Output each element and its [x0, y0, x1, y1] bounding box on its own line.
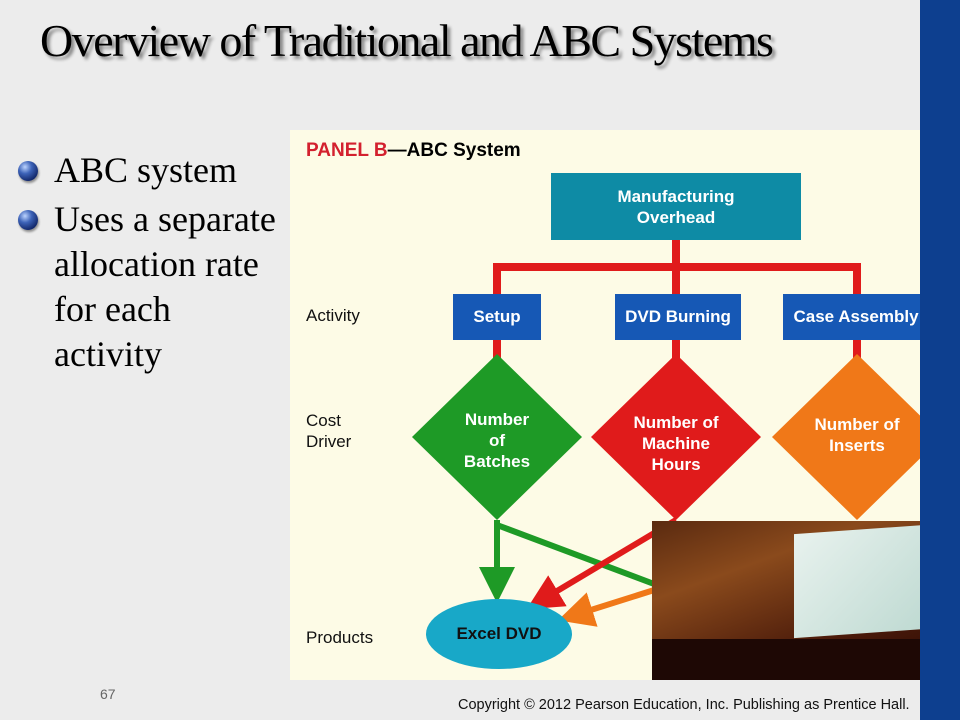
webcam-video-overlay[interactable]	[652, 521, 942, 680]
row-label-activity: Activity	[306, 306, 360, 325]
bullet-text: ABC system	[54, 150, 238, 190]
driver-diamond-batches	[412, 354, 582, 520]
product-excel-dvd: Excel DVD	[426, 599, 572, 669]
bullet-text: Uses a separate allocation rate for each…	[54, 199, 276, 374]
manufacturing-overhead-label: Manufacturing Overhead	[617, 186, 735, 227]
row-label-cost-driver: Cost Driver	[306, 411, 352, 451]
activity-label: Case Assembly	[793, 307, 919, 326]
activity-box-setup: Setup	[453, 294, 541, 340]
video-dark-region	[652, 639, 942, 680]
activity-label: Setup	[473, 307, 521, 326]
activity-label: DVD Burning	[625, 307, 731, 326]
page-number: 67	[100, 686, 116, 702]
slide-title: Overview of Traditional and ABC Systems	[40, 15, 774, 66]
diagram-connectors	[412, 240, 942, 627]
slide-accent-bar	[920, 0, 960, 720]
copyright-notice: Copyright © 2012 Pearson Education, Inc.…	[458, 697, 910, 713]
panel-title-text: —ABC System	[387, 140, 521, 161]
projector-screen	[794, 523, 940, 639]
bullet-item: ABC system	[14, 148, 284, 193]
manufacturing-overhead-box: Manufacturing Overhead	[551, 173, 801, 240]
driver-label-batches: Number of Batches	[463, 410, 531, 471]
bullet-list: ABC system Uses a separate allocation ra…	[14, 148, 284, 381]
product-label: Excel DVD	[456, 624, 542, 643]
panel-label: PANEL B	[306, 140, 388, 161]
bullet-icon	[18, 161, 38, 181]
driver-label-inserts: Number of Inserts	[814, 415, 900, 455]
abc-diagram-panel: PANEL B—ABC System Activity Cost Driver …	[290, 130, 946, 680]
slide: Overview of Traditional and ABC Systems …	[14, 15, 946, 713]
driver-diamond-inserts	[772, 354, 942, 520]
driver-diamond-machine-hours	[591, 354, 761, 520]
row-label-products: Products	[306, 628, 374, 647]
driver-label-machine-hours: Number of Machine Hours	[633, 413, 719, 474]
activity-box-case-assembly: Case Assembly	[783, 294, 929, 340]
panel-title: PANEL B—ABC System	[306, 140, 521, 162]
activity-box-dvd-burning: DVD Burning	[615, 294, 741, 340]
bullet-icon	[18, 210, 38, 230]
arrow-batches-to-other	[495, 522, 672, 593]
bullet-item: Uses a separate allocation rate for each…	[14, 197, 284, 377]
